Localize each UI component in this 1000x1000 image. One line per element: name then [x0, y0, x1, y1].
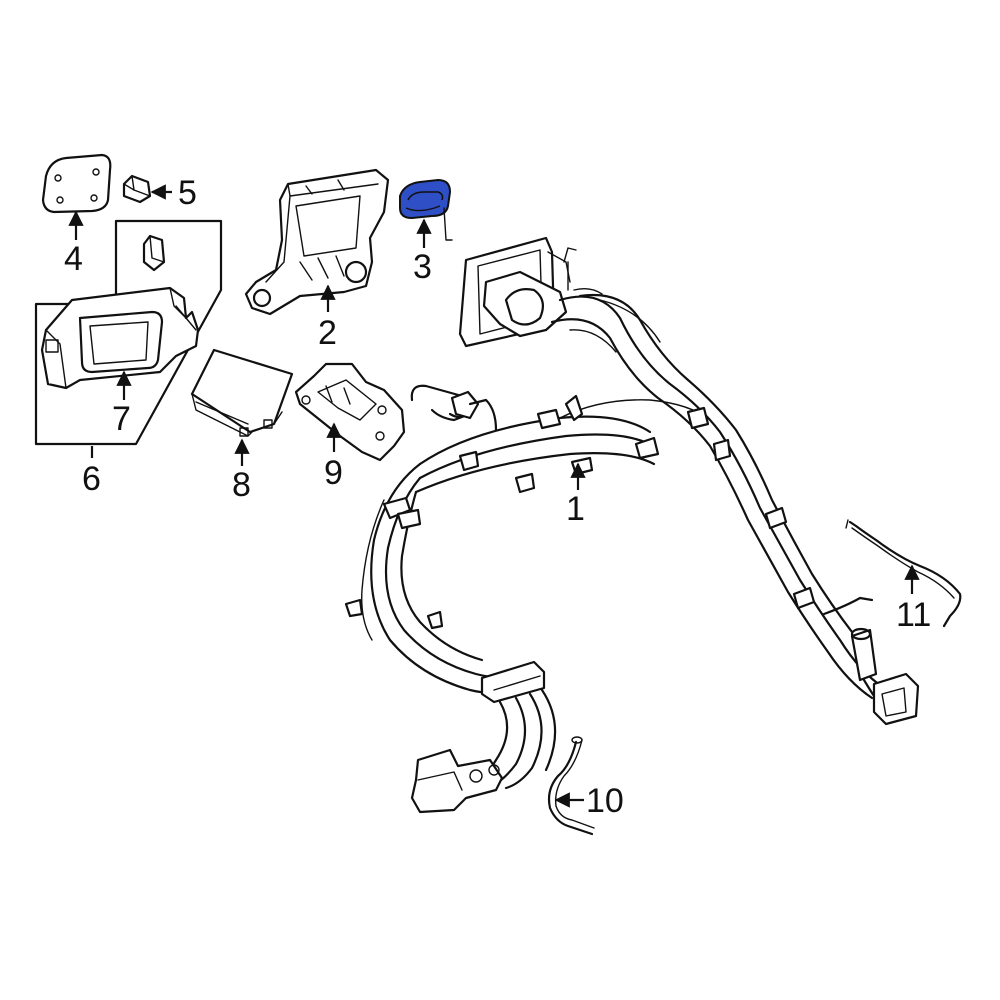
part-2-bracket[interactable]	[244, 168, 390, 316]
callout-10: 10	[586, 782, 624, 820]
callout-3: 3	[413, 248, 432, 286]
part-5-clip[interactable]	[122, 174, 152, 204]
part-4-plate[interactable]	[41, 153, 112, 214]
part-8-module[interactable]	[190, 348, 294, 437]
callout-6: 6	[82, 460, 101, 498]
part-11-cable[interactable]	[845, 519, 962, 628]
callout-arrows	[68, 184, 920, 808]
callout-labels: 1 2 3 4 5 6 7 8 9 10 11	[64, 174, 931, 820]
callout-1: 1	[566, 490, 585, 528]
part-6-small-clip[interactable]	[142, 234, 166, 272]
part-7-housing[interactable]	[40, 286, 200, 390]
charge-port-housing	[458, 236, 577, 348]
callout-4: 4	[64, 240, 83, 278]
part-1-harness[interactable]	[344, 261, 920, 814]
pigtail-connector	[410, 384, 498, 432]
part-3-grommet[interactable]	[399, 178, 453, 241]
callout-2: 2	[318, 314, 337, 352]
callout-7: 7	[112, 400, 131, 438]
callout-9: 9	[324, 454, 343, 492]
callout-11: 11	[896, 596, 931, 634]
callout-5: 5	[178, 174, 197, 212]
callout-8: 8	[232, 466, 251, 504]
part-9-bracket[interactable]	[294, 362, 406, 462]
